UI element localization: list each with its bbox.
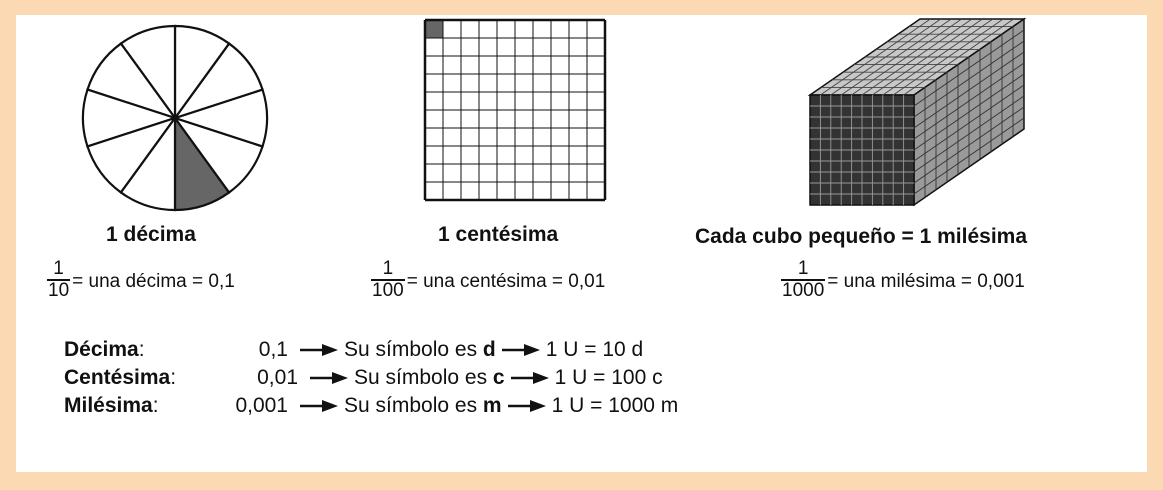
milesima-cube-diagram	[807, 17, 1027, 207]
fraction-numerator: 1	[382, 258, 394, 279]
cube-grid-line	[913, 95, 1025, 173]
symbol-letter: c	[492, 366, 505, 389]
cube-grid-line	[913, 84, 1025, 162]
cube-grid-line	[892, 18, 1004, 96]
cube-grid-line	[913, 73, 1025, 151]
grid-cell-shaded	[425, 20, 443, 38]
cube-grid-line	[913, 106, 1025, 184]
centesima-caption: 1 centésima	[438, 223, 559, 246]
decima-pie-diagram	[81, 24, 269, 212]
fraction-numerator: 1	[797, 258, 809, 279]
decima-fraction: 1 10	[47, 258, 71, 301]
definition-name: Décima:	[64, 338, 145, 361]
definition-value: 0,01	[257, 366, 298, 389]
centesima-fraction: 1 100	[371, 259, 405, 301]
arrow-right-icon	[501, 344, 540, 356]
decima-fraction-text: = una décima = 0,1	[72, 271, 235, 292]
definition-row-milesima: Milésima: 0,001 Su símbolo es m 1 U = 10…	[64, 393, 964, 419]
equation: 1 U = 1000 m	[551, 394, 679, 417]
symbol-letter: m	[482, 394, 502, 417]
arrow-right-icon	[300, 344, 338, 356]
symbol-letter: d	[482, 338, 496, 361]
definition-value: 0,1	[258, 338, 288, 361]
decima-caption: 1 décima	[106, 223, 196, 246]
symbol-text: Su símbolo es	[344, 338, 478, 361]
milesima-fraction-text: = una milésima = 0,001	[827, 271, 1025, 292]
centesima-grid-diagram	[423, 18, 607, 202]
definition-rule: Su símbolo es m 1 U = 1000 m	[294, 393, 678, 419]
centesima-fraction-row: 1 100 = una centésima = 0,01	[371, 259, 605, 301]
milesima-fraction: 1 1000	[781, 258, 826, 301]
fraction-denominator: 10	[47, 279, 71, 301]
fraction-numerator: 1	[53, 258, 64, 279]
cube-grid-line	[872, 18, 983, 96]
definition-value: 0,001	[235, 394, 288, 417]
definition-row-decima: Décima: 0,1 Su símbolo es d 1 U = 10 d	[64, 337, 964, 363]
centesima-fraction-text: = una centésima = 0,01	[406, 271, 606, 292]
definition-rule: Su símbolo es c 1 U = 100 c	[304, 365, 663, 391]
definition-name: Milésima:	[64, 394, 159, 417]
definition-name: Centésima:	[64, 366, 177, 389]
content-panel: 1 décima 1 centésima Cada cubo pequeño =…	[16, 15, 1147, 472]
milesima-fraction-row: 1 1000 = una milésima = 0,001	[781, 259, 1025, 301]
cube-grid-line	[913, 117, 1025, 195]
definition-row-centesima: Centésima: 0,01 Su símbolo es c 1 U = 10…	[64, 365, 964, 391]
symbol-text: Su símbolo es	[354, 366, 488, 389]
milesima-caption: Cada cubo pequeño = 1 milésima	[695, 225, 1028, 248]
definition-rule: Su símbolo es d 1 U = 10 d	[294, 337, 643, 363]
fraction-denominator: 1000	[781, 279, 826, 301]
arrow-right-icon	[510, 372, 549, 384]
equation: 1 U = 100 c	[554, 366, 663, 389]
arrow-right-icon	[300, 400, 338, 412]
symbol-text: Su símbolo es	[344, 394, 478, 417]
cube-grid-line	[903, 18, 1014, 96]
decima-fraction-row: 1 10 = una décima = 0,1	[47, 259, 235, 301]
fraction-denominator: 100	[371, 279, 405, 301]
equation: 1 U = 10 d	[545, 338, 644, 361]
cube-grid-line	[882, 18, 994, 96]
pie-slice	[119, 114, 177, 212]
arrow-right-icon	[310, 372, 348, 384]
arrow-right-icon	[507, 400, 546, 412]
